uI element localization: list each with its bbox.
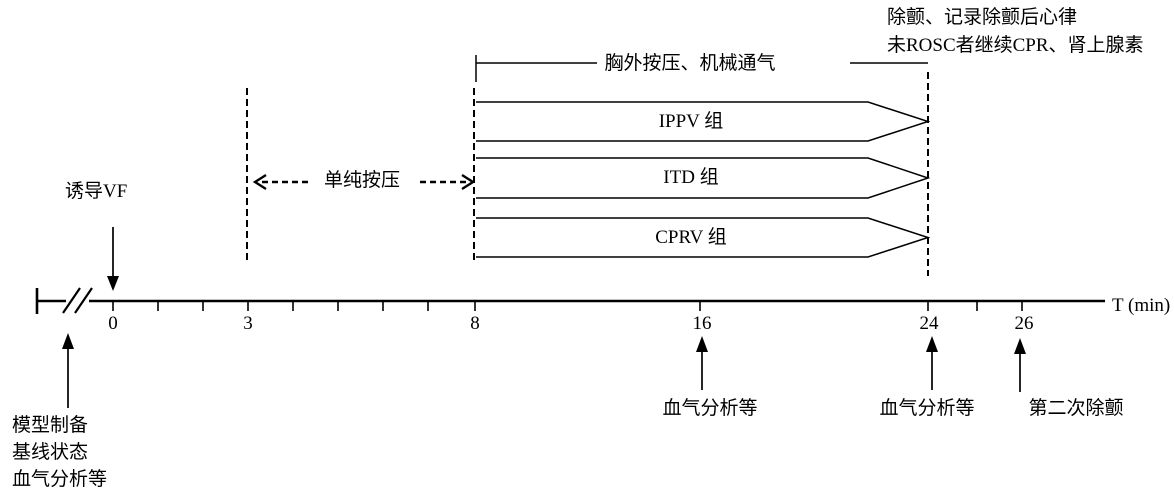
ventilation-phase-label: 胸外按压、机械通气 [604, 53, 776, 74]
axis-ticks [112, 301, 1023, 311]
induce-vf-label: 诱导VF [65, 181, 128, 202]
top-right-note-line2: 未ROSC者继续CPR、肾上腺素 [887, 35, 1144, 56]
t16-note: 血气分析等 [662, 398, 758, 419]
compression-only-label: 单纯按压 [323, 170, 400, 191]
tick-label-3: 3 [243, 313, 253, 334]
tick-label-16: 16 [692, 313, 712, 334]
compression-only-arrows [252, 173, 476, 191]
t24-arrow [926, 336, 938, 390]
bottom-left-note-line1: 模型制备 [12, 415, 89, 436]
t16-arrow [696, 336, 708, 390]
t26-arrow [1014, 338, 1026, 392]
group-arrow-cprv [476, 217, 931, 258]
group-label-itd: ITD 组 [663, 167, 719, 188]
axis-break-slash-1 [62, 287, 81, 314]
induce-vf-arrow [107, 227, 119, 291]
top-right-note-line1: 除颤、记录除颤后心律 [887, 7, 1078, 28]
tick-label-26: 26 [1014, 313, 1034, 334]
group-label-cprv: CPRV 组 [655, 227, 727, 248]
axis-unit-label: T (min) [1112, 295, 1171, 316]
ventilation-phase-bracket [475, 55, 928, 82]
t26-note: 第二次除颤 [1028, 398, 1124, 419]
bottom-left-note-line3: 血气分析等 [12, 469, 108, 490]
group-arrow-itd [476, 157, 931, 199]
tick-label-8: 8 [470, 313, 480, 334]
tick-label-0: 0 [108, 313, 118, 334]
tick-label-24: 24 [919, 313, 939, 334]
t24-note: 血气分析等 [879, 398, 975, 419]
baseline-arrow [62, 333, 74, 408]
group-arrow-ippv [476, 101, 931, 142]
axis-break-gap [66, 295, 89, 307]
axis-break-slash-2 [74, 287, 93, 314]
bottom-left-note-line2: 基线状态 [12, 442, 89, 463]
group-label-ippv: IPPV 组 [658, 111, 724, 132]
